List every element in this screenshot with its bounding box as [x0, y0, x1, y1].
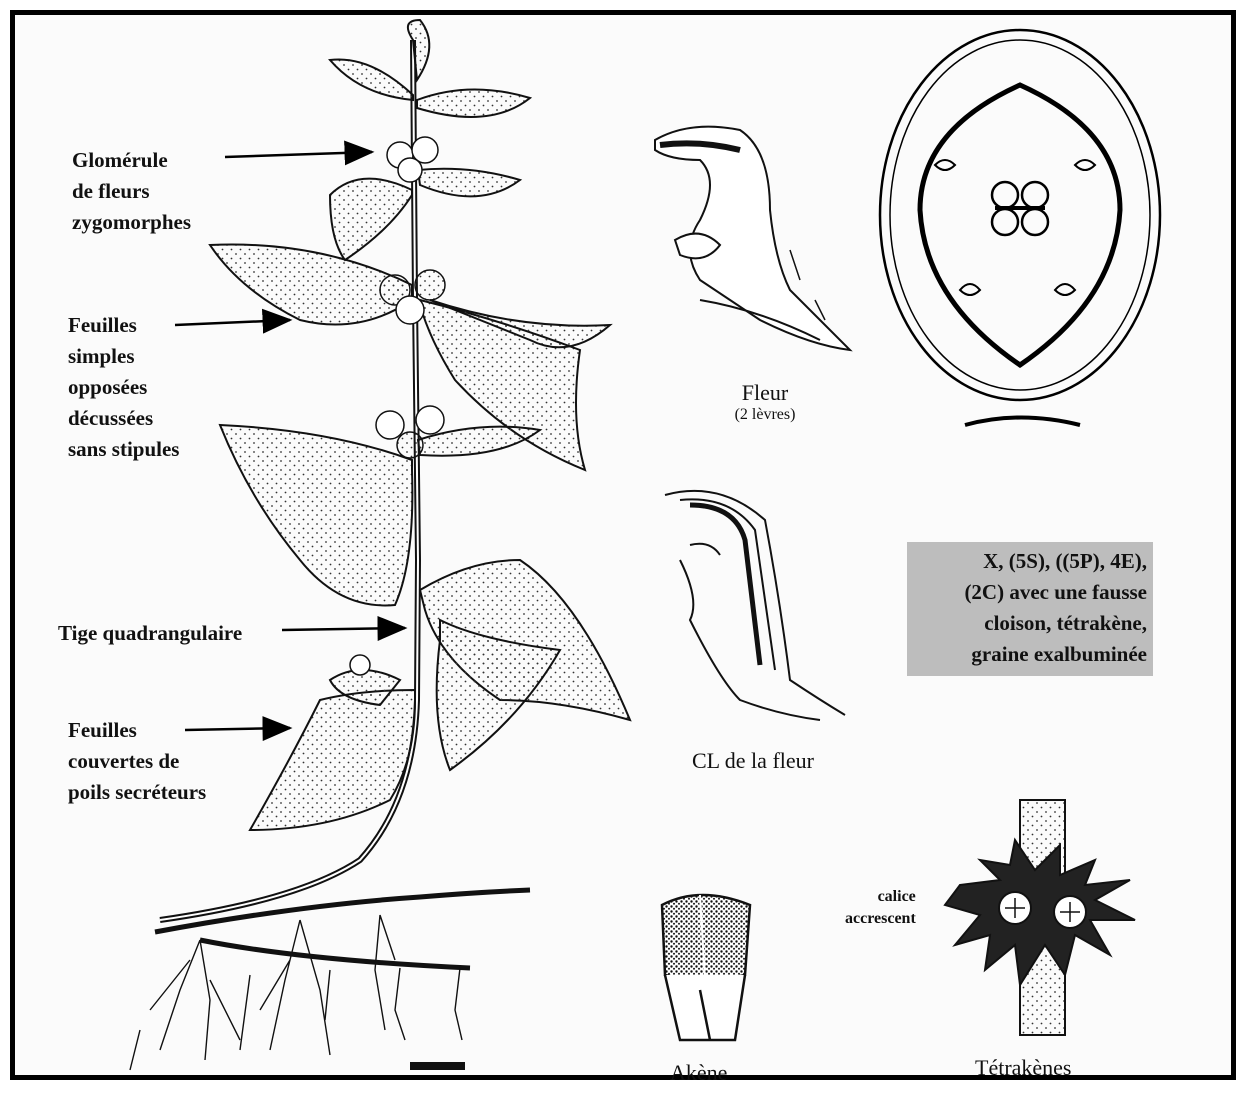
tetrakenes-drawing	[945, 800, 1135, 1035]
label-line: sans stipules	[68, 434, 179, 465]
label-line: zygomorphes	[72, 207, 191, 238]
label-line: Feuilles	[68, 715, 206, 746]
label-line: décussées	[68, 403, 179, 434]
caption-calice-line: calice	[845, 886, 916, 908]
label-line: Glomérule	[72, 145, 191, 176]
label-glomerule: Glomérule de fleurs zygomorphes	[72, 145, 191, 238]
floral-formula-box: X, (5S), ((5P), 4E), (2C) avec une fauss…	[907, 542, 1153, 676]
leaf-pair-1	[330, 20, 530, 117]
flower-section-drawing	[665, 491, 845, 720]
leaf-pair-2	[330, 169, 520, 260]
caption-fleur-sub: (2 lèvres)	[715, 406, 815, 424]
leaf-pair-5	[250, 560, 630, 830]
arrow-glomerule	[225, 152, 372, 157]
caption-calice-line: accrescent	[845, 908, 916, 930]
caption-akene: Akène	[670, 1060, 727, 1086]
caption-cl-fleur: CL de la fleur	[692, 748, 814, 774]
scale-bar	[410, 1062, 465, 1070]
label-tige: Tige quadrangulaire	[58, 618, 242, 649]
label-feuilles-poils: Feuilles couvertes de poils secréteurs	[68, 715, 206, 808]
label-line: Feuilles	[68, 310, 179, 341]
formula-line: cloison, tétrakène,	[913, 608, 1147, 639]
label-feuilles-simples: Feuilles simples opposées décussées sans…	[68, 310, 179, 465]
label-line: simples	[68, 341, 179, 372]
roots	[130, 915, 462, 1070]
formula-line: (2C) avec une fausse	[913, 577, 1147, 608]
label-line: couvertes de	[68, 746, 206, 777]
akene-drawing	[662, 895, 750, 1040]
formula-line: graine exalbuminée	[913, 639, 1147, 670]
caption-calice: calice accrescent	[845, 886, 916, 930]
arrow-feuilles-simples	[175, 320, 290, 325]
formula-line: X, (5S), ((5P), 4E),	[913, 546, 1147, 577]
caption-tetrakenes: Tétrakènes	[975, 1055, 1072, 1081]
floral-diagram	[880, 30, 1160, 425]
flower-drawing	[655, 127, 850, 350]
plant-drawing	[130, 20, 630, 1070]
label-line: opposées	[68, 372, 179, 403]
caption-fleur: Fleur (2 lèvres)	[715, 380, 815, 424]
caption-fleur-title: Fleur	[715, 380, 815, 406]
label-line: de fleurs	[72, 176, 191, 207]
label-line: poils secréteurs	[68, 777, 206, 808]
arrow-tige	[282, 628, 405, 630]
